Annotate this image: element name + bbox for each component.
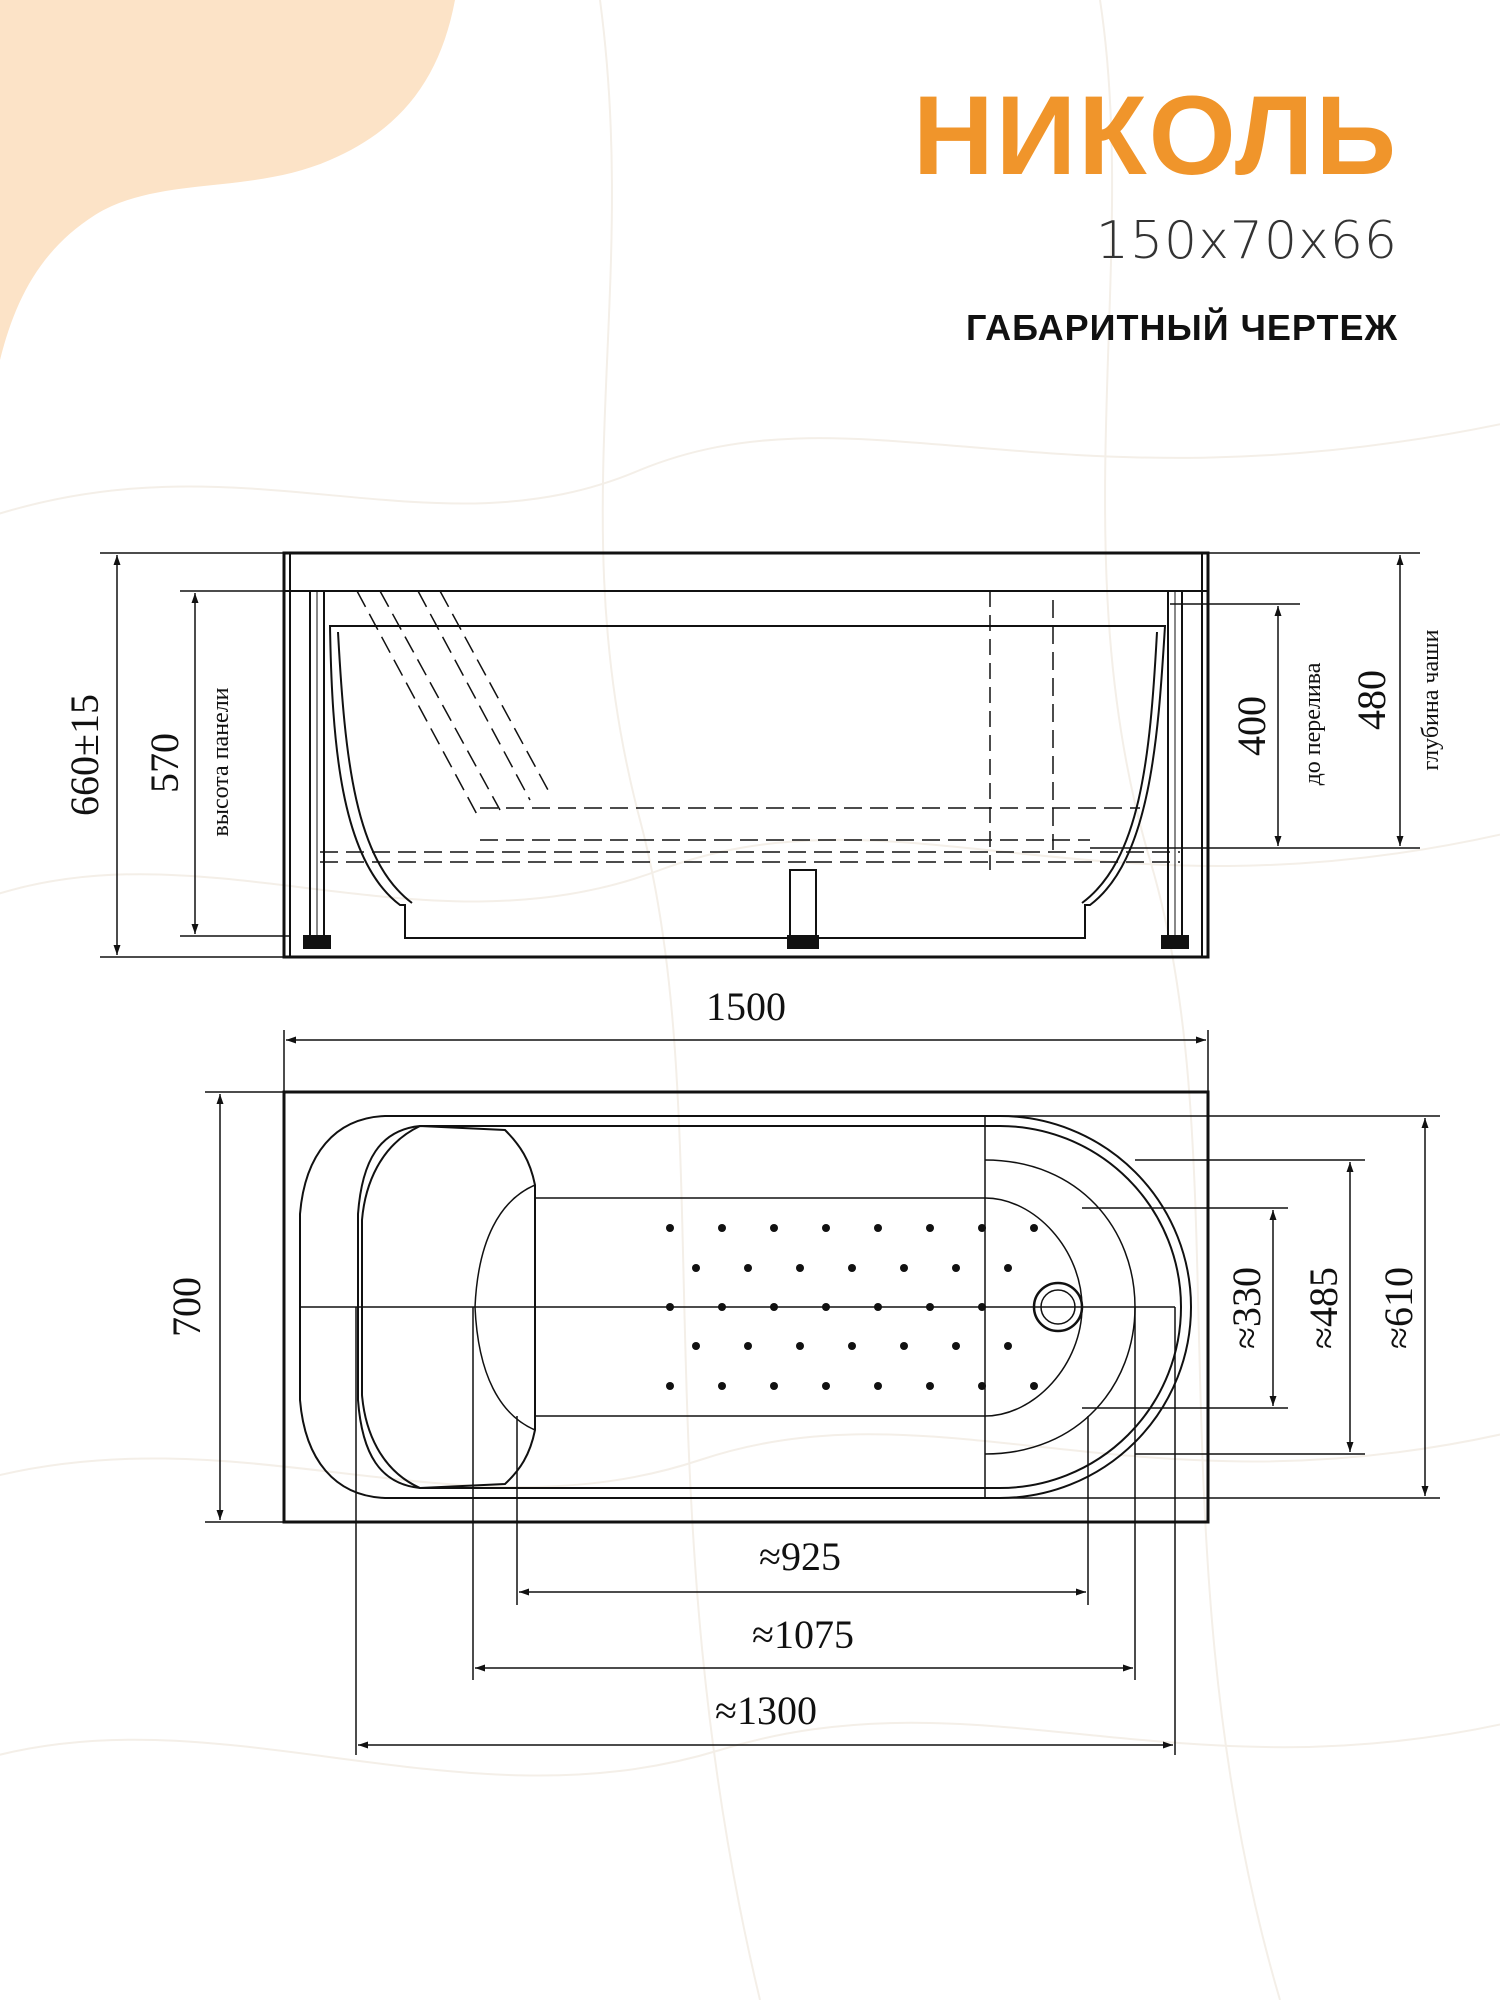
dim-label-1075: ≈1075 (752, 1612, 854, 1657)
bath-panel-outline (282, 551, 1210, 959)
drain-hole-inner (1040, 1289, 1076, 1325)
jet-dot (770, 1303, 778, 1311)
dim-label-610: ≈610 (1376, 1267, 1421, 1349)
jet-dot (874, 1382, 882, 1390)
jet-dot (744, 1342, 752, 1350)
jet-dot (1030, 1382, 1038, 1390)
dim-label-700: 700 (164, 1277, 209, 1337)
jet-dot (666, 1382, 674, 1390)
dim-label-330: ≈330 (1224, 1267, 1269, 1349)
air-jets (666, 1224, 1038, 1390)
jet-dot (822, 1303, 830, 1311)
foot-center (787, 935, 819, 949)
jet-dot (770, 1224, 778, 1232)
label-panel-height: высота панели (208, 687, 234, 836)
foot-right (1161, 935, 1189, 949)
dim-label-660: 660±15 (62, 694, 107, 816)
dim-label-925: ≈925 (759, 1534, 841, 1579)
bowl-inner-right-curve (1081, 631, 1158, 904)
jet-dot (692, 1264, 700, 1272)
jet-dot (796, 1342, 804, 1350)
bowl-inner-left-curve (337, 631, 413, 904)
side-view-dimensions (100, 552, 1420, 958)
headrest-outer (361, 1124, 536, 1490)
drain-hole (1032, 1281, 1084, 1333)
jet-dot (848, 1264, 856, 1272)
jet-dot (848, 1342, 856, 1350)
dim-label-570: 570 (142, 733, 187, 793)
jet-dot (666, 1303, 674, 1311)
dim-label-400: 400 (1229, 696, 1274, 756)
dim-label-1500: 1500 (706, 984, 786, 1029)
jet-dot (1004, 1264, 1012, 1272)
jet-dot (718, 1224, 726, 1232)
product-title: НИКОЛЬ (912, 73, 1398, 198)
jet-dot (874, 1303, 882, 1311)
jet-dot (926, 1382, 934, 1390)
jet-dot (900, 1264, 908, 1272)
dim-label-480: 480 (1349, 670, 1394, 730)
bath-bowl-outline (328, 625, 1167, 939)
side-view (282, 551, 1210, 959)
jet-dot (1004, 1342, 1012, 1350)
jet-dot (718, 1303, 726, 1311)
headrest-inner (474, 1184, 536, 1431)
jet-dot (926, 1224, 934, 1232)
jet-dot (978, 1224, 986, 1232)
jet-dot (692, 1342, 700, 1350)
drain-pipe (789, 869, 817, 937)
jet-dot (796, 1264, 804, 1272)
jet-dot (952, 1342, 960, 1350)
jet-dot (822, 1382, 830, 1390)
jet-dot (952, 1264, 960, 1272)
dim-label-485: ≈485 (1301, 1267, 1346, 1349)
foot-left (303, 935, 331, 949)
decor-blob (0, 0, 455, 360)
top-view-dimensions (205, 1030, 1440, 1755)
jet-dot (822, 1224, 830, 1232)
jet-dot (978, 1303, 986, 1311)
product-dimensions: 150x70x66 (1095, 211, 1398, 271)
hidden-lines (320, 590, 1180, 863)
jet-dot (770, 1382, 778, 1390)
jet-dot (1030, 1224, 1038, 1232)
jet-dot (666, 1224, 674, 1232)
jet-dot (900, 1342, 908, 1350)
bath-rim-top (299, 1115, 1192, 1499)
label-overflow: до перелива (1300, 662, 1326, 785)
drawing-subtitle: ГАБАРИТНЫЙ ЧЕРТЕЖ (965, 307, 1398, 348)
jet-dot (926, 1303, 934, 1311)
jet-dot (718, 1382, 726, 1390)
bath-top-outline (282, 1090, 1210, 1524)
dim-label-1300: ≈1300 (715, 1688, 817, 1733)
label-bowl-depth: глубина чаши (1418, 629, 1444, 770)
jet-dot (978, 1382, 986, 1390)
jet-dot (874, 1224, 882, 1232)
bath-bowl-top (357, 1125, 1182, 1489)
jet-dot (744, 1264, 752, 1272)
top-view (282, 1090, 1210, 1524)
